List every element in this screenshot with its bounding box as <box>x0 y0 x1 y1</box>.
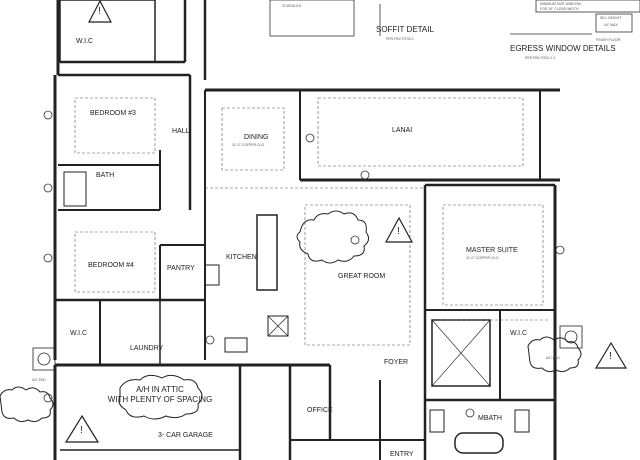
grid-marker <box>360 170 370 180</box>
minimum-size-box <box>535 0 640 13</box>
sill-box <box>595 13 633 33</box>
revision-cloud <box>118 374 203 420</box>
attic-note-line1: A/H IN ATTIC <box>136 385 184 394</box>
room-bath: BATH <box>96 172 115 179</box>
schedule-box <box>269 0 355 37</box>
finish-floor-label: FINISH FLOOR <box>596 38 621 42</box>
revision-cloud <box>296 210 370 264</box>
room-great-room: GREAT ROOM <box>338 273 386 280</box>
room-pantry: PANTRY <box>167 265 195 272</box>
grid-marker <box>43 110 53 120</box>
revision-triangle <box>594 341 628 369</box>
room-wic-left: W.I.C <box>70 330 88 337</box>
room-entry: ENTRY <box>390 451 414 458</box>
revision-mark: ! <box>397 226 401 237</box>
soffit-ref: PER FBC R703.2 <box>386 37 414 41</box>
ac-pad-left-label: A/C PAD <box>32 378 46 382</box>
revision-mark: ! <box>609 351 613 362</box>
grid-marker <box>43 183 53 193</box>
room-foyer: FOYER <box>384 359 409 366</box>
schedule-label: SCHEDULE: <box>282 4 303 8</box>
room-wic-right: W.I.C <box>510 330 528 337</box>
revision-cloud <box>0 386 54 423</box>
grid-marker <box>465 408 475 418</box>
master-coffer <box>442 204 544 306</box>
grid-marker <box>350 235 360 245</box>
sill-height-label: SILL HEIGHT <box>600 16 622 20</box>
egress-ref: PER FBC R310.1.1 <box>525 56 556 60</box>
dining-ceiling-note: 11'-0" COFFER CLG. <box>232 143 266 147</box>
revision-cloud <box>527 336 582 373</box>
minimum-size-value: FOR 20" CLEAR WIDTH <box>540 7 579 11</box>
grid-marker <box>43 253 53 263</box>
master-ceiling-note: 11'-0" COFFER CLG. <box>466 256 500 260</box>
revision-triangle <box>64 414 100 443</box>
soffit-detail-title: SOFFIT DETAIL <box>376 25 434 34</box>
grid-marker <box>205 335 215 345</box>
shower <box>514 409 530 433</box>
grid-marker <box>555 245 565 255</box>
room-lanai: LANAI <box>392 127 413 134</box>
room-laundry: LAUNDRY <box>130 345 164 352</box>
ac-pad-right <box>559 325 583 349</box>
room-kitchen: KITCHEN <box>226 254 257 261</box>
revision-triangle <box>88 0 112 23</box>
mbath-tub <box>454 432 504 454</box>
room-wic-top: W.I.C <box>76 38 94 45</box>
sill-height-value: 44" MAX <box>604 23 618 27</box>
kitchen-island <box>256 214 278 291</box>
revision-mark: ! <box>98 6 102 17</box>
room-hall: HALL <box>172 128 190 135</box>
ac-pad-right-label: A/C PAD <box>546 356 560 360</box>
room-bedroom-3: BEDROOM #3 <box>90 110 136 117</box>
revision-triangle <box>384 216 414 243</box>
revision-mark: ! <box>80 425 84 436</box>
room-garage: 3- CAR GARAGE <box>158 432 213 439</box>
bed4-ceiling <box>74 231 156 293</box>
ac-pad-left <box>32 347 56 371</box>
attic-note-line2: WITH PLENTY OF SPACING <box>107 395 213 404</box>
tub <box>63 171 87 207</box>
great-room-ceiling <box>304 204 411 346</box>
lanai-ceiling <box>317 97 524 167</box>
grid-marker <box>43 393 53 403</box>
room-mbath: MBATH <box>478 415 502 422</box>
dining-coffer <box>221 107 285 171</box>
room-master-suite: MASTER SUITE <box>466 247 518 254</box>
room-bedroom-4: BEDROOM #4 <box>88 262 134 269</box>
minimum-size-label: MINIMUM SIZE WINDOW <box>540 2 581 6</box>
room-dining: DINING <box>244 134 269 141</box>
bed3-ceiling <box>74 97 156 154</box>
egress-window-title: EGRESS WINDOW DETAILS <box>510 44 616 53</box>
room-office: OFFICE <box>307 407 333 414</box>
grid-marker <box>305 133 315 143</box>
shower <box>429 409 445 433</box>
wic-top-walls <box>59 0 156 63</box>
